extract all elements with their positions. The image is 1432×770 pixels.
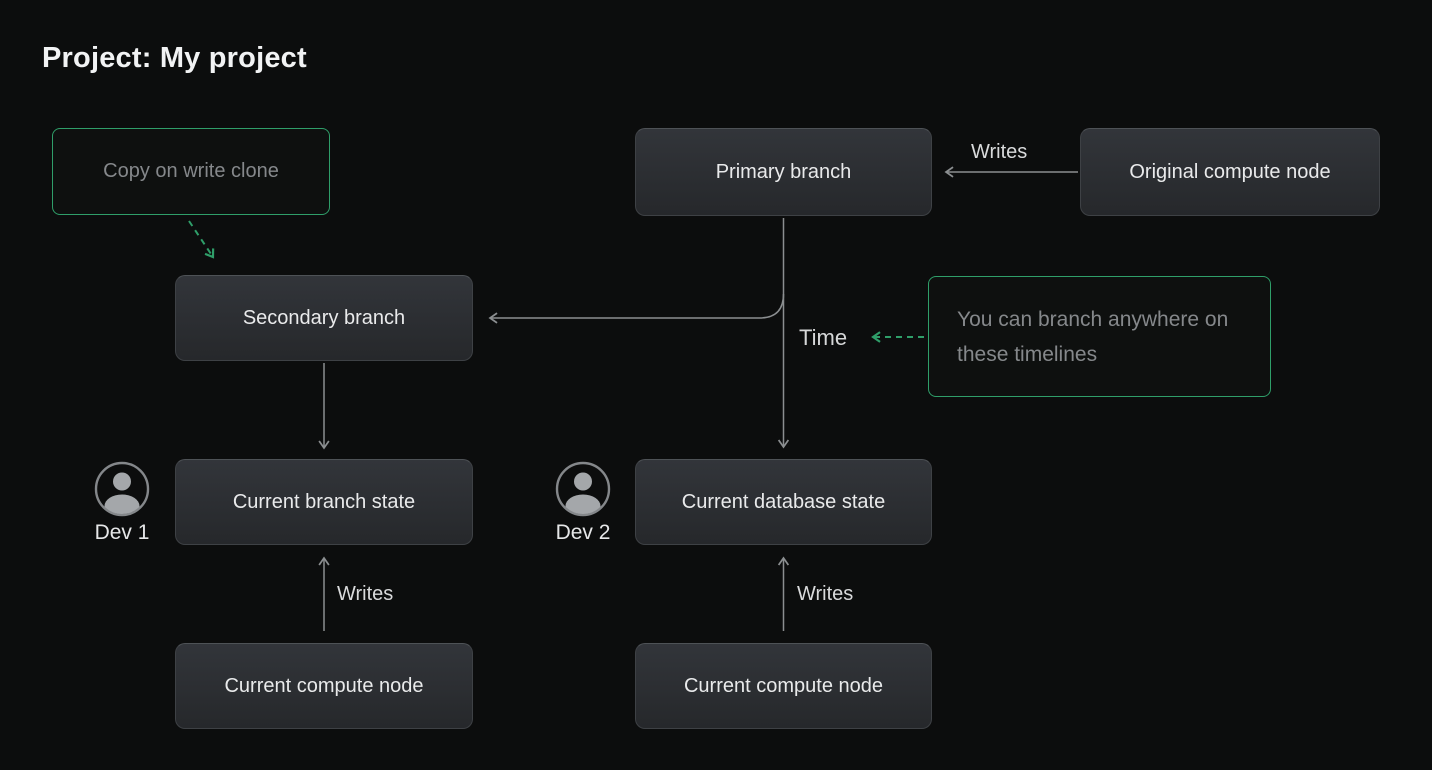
node-current-branch-state: Current branch state: [175, 459, 473, 545]
dev2-user-icon: [555, 461, 611, 517]
dev2-label: Dev 2: [555, 521, 611, 544]
node-compute-center: Current compute node: [635, 643, 932, 729]
node-original-compute-label: Original compute node: [1129, 160, 1331, 183]
node-primary-branch-label: Primary branch: [715, 160, 852, 183]
node-original-compute: Original compute node: [1080, 128, 1380, 216]
label-time: Time: [799, 325, 848, 350]
dev2-group: Dev 2: [548, 461, 618, 545]
dev1-group: Dev 1: [87, 461, 157, 545]
callout-copy-on-write-label: Copy on write clone: [103, 160, 279, 182]
label-writes-top: Writes: [971, 141, 1028, 163]
node-primary-branch: Primary branch: [635, 128, 932, 216]
dev1-user-icon: [94, 461, 150, 517]
callout-branch-note-label: You can branch anywhere on these timelin…: [957, 307, 1229, 366]
node-current-database-state-label: Current database state: [681, 490, 886, 513]
page-title: Project: My project: [42, 42, 307, 74]
node-compute-center-label: Current compute node: [683, 674, 883, 697]
node-compute-left-label: Current compute node: [224, 674, 424, 697]
label-writes-center: Writes: [797, 583, 854, 605]
node-current-branch-state-label: Current branch state: [232, 490, 416, 513]
arrow-branch-to-secondary: [488, 293, 785, 324]
arrow-clone-dashed: [188, 220, 215, 259]
callout-branch-note: You can branch anywhere on these timelin…: [928, 276, 1271, 397]
label-writes-left: Writes: [337, 583, 394, 605]
node-secondary-branch: Secondary branch: [175, 275, 473, 361]
dev1-label: Dev 1: [94, 521, 150, 544]
node-current-database-state: Current database state: [635, 459, 932, 545]
node-compute-left: Current compute node: [175, 643, 473, 729]
node-secondary-branch-label: Secondary branch: [242, 306, 406, 329]
callout-copy-on-write: Copy on write clone: [52, 128, 330, 215]
